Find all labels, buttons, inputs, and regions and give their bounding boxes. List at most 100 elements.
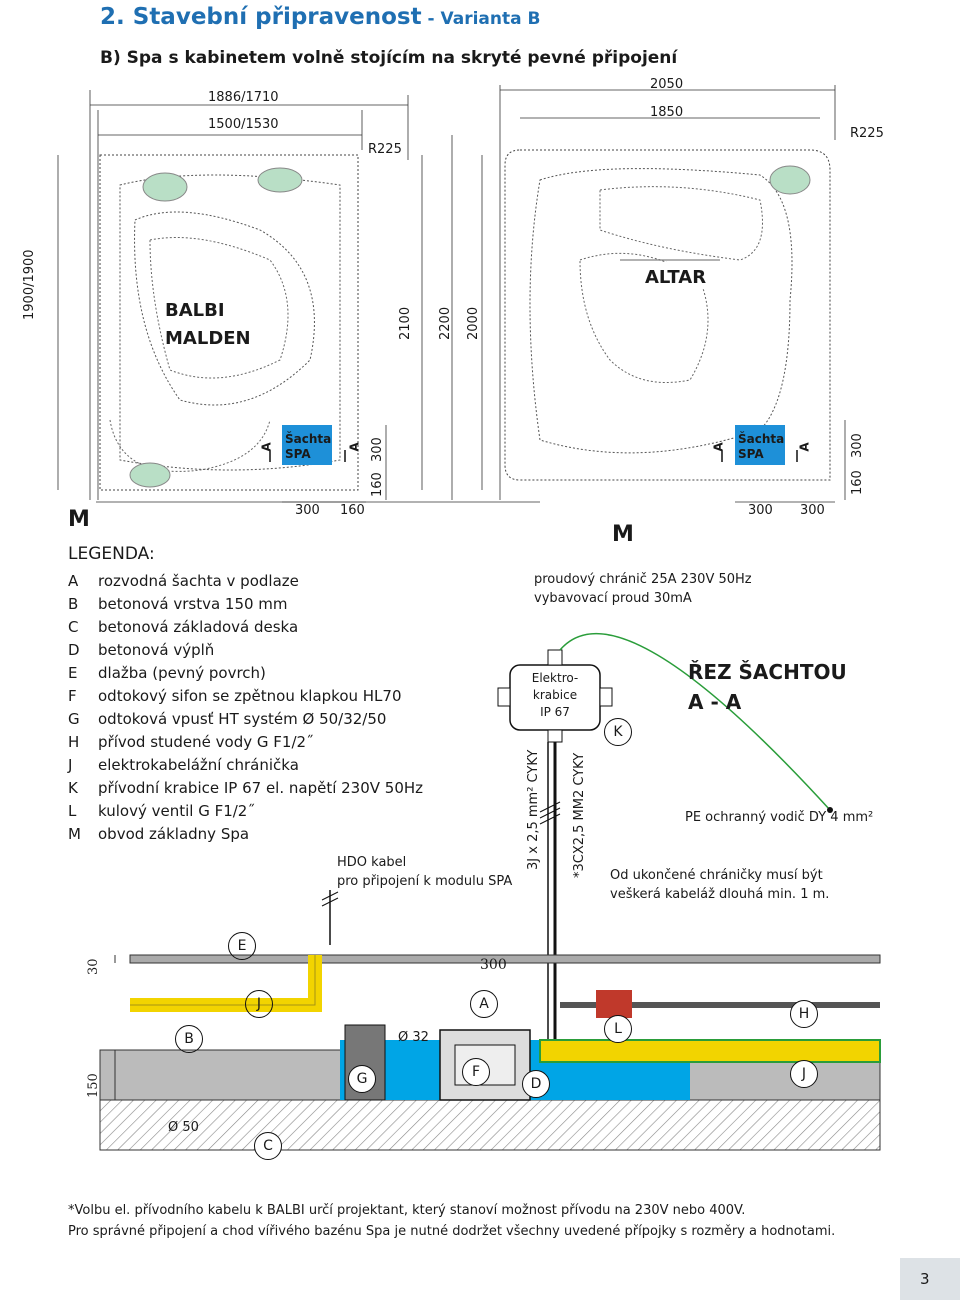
- section-drawing: [99, 954, 881, 1151]
- label-h: H: [790, 1000, 818, 1028]
- label-e: E: [228, 932, 256, 960]
- label-c: C: [254, 1132, 282, 1160]
- section-marker-left-b: A: [347, 442, 362, 452]
- model-altar: ALTAR: [645, 267, 707, 288]
- section-marker-right-a: A: [711, 442, 726, 452]
- title-main: 2. Stavební připravenost: [100, 4, 422, 30]
- label-d: D: [522, 1070, 550, 1098]
- dim-1900: 1900/1900: [22, 249, 37, 320]
- junction-box-label-1: Elektro-: [531, 671, 579, 685]
- label-b: B: [175, 1025, 203, 1053]
- legend-text: odtoková vpusť HT systém Ø 50/32/50: [98, 710, 387, 728]
- legend-key: A: [68, 572, 79, 590]
- dim-2200: 2200: [438, 306, 453, 340]
- dim-300-v-right: 300: [850, 433, 865, 458]
- label-l: L: [604, 1015, 632, 1043]
- dim-300-h-right-a: 300: [748, 503, 773, 518]
- legend-key: K: [68, 779, 78, 797]
- label-f: F: [462, 1058, 490, 1086]
- legend-key: F: [68, 687, 77, 705]
- legend-heading: LEGENDA:: [68, 544, 155, 564]
- cable-3cx-label: *3CX2,5 MM2 CYKY: [572, 752, 587, 878]
- legend-text: betonová výplň: [98, 641, 215, 659]
- shaft-label-left-1: Šachta: [285, 432, 332, 446]
- dim-2050: 2050: [650, 77, 684, 92]
- legend-text: odtokový sifon se zpětnou klapkou HL70: [98, 687, 402, 705]
- riser-drawing: [321, 633, 833, 1060]
- label-g: G: [348, 1065, 376, 1093]
- cable-note-1: Od ukončené chráničky musí být: [610, 868, 823, 883]
- dim-1500: 1500/1530: [208, 117, 279, 132]
- title-variant: - Varianta B: [421, 9, 541, 29]
- legend-key: L: [68, 802, 77, 820]
- legend-text: dlažba (pevný povrch): [98, 664, 266, 682]
- legend-text: elektrokabelážní chránička: [98, 756, 299, 774]
- pe-note: PE ochranný vodič DY 4 mm²: [685, 810, 874, 825]
- section-marker-left-a: A: [259, 442, 274, 452]
- dim-30-section: 30: [86, 958, 101, 975]
- legend-text: přívod studené vody G F1/2˝: [98, 733, 314, 751]
- legend-key: H: [68, 733, 80, 751]
- breaker-note-2: vybavovací proud 30mA: [534, 591, 692, 606]
- dim-150-section: 150: [86, 1073, 101, 1098]
- legend-key: B: [68, 595, 79, 613]
- dim-1886: 1886/1710: [208, 90, 279, 105]
- legend-key: C: [68, 618, 79, 636]
- page-subtitle: B) Spa s kabinetem volně stojícím na skr…: [100, 48, 678, 68]
- dim-160-h-left: 160: [340, 503, 365, 518]
- shaft-label-left-2: SPA: [285, 447, 311, 461]
- legend-key: J: [68, 756, 73, 774]
- legend-text: přívodní krabice IP 67 el. napětí 230V 5…: [98, 779, 424, 797]
- legend-text: kulový ventil G F1/2˝: [98, 802, 255, 820]
- dim-300-v-left: 300: [370, 437, 385, 462]
- m-label-left: M: [68, 507, 90, 532]
- dim-1850: 1850: [650, 105, 684, 120]
- k-label: K: [604, 718, 632, 746]
- legend-text: betonová vrstva 150 mm: [98, 595, 288, 613]
- m-label-right: M: [612, 522, 634, 547]
- section-marker-right-b: A: [797, 442, 812, 452]
- cable-note-2: veškerá kabeláž dlouhá min. 1 m.: [610, 887, 830, 902]
- dim-r225-right: R225: [850, 126, 884, 141]
- dim-r225-left: R225: [368, 142, 402, 157]
- junction-box-label-2: krabice: [532, 688, 578, 702]
- page-number-box: [900, 1258, 960, 1300]
- shaft-label-right-1: Šachta: [738, 432, 785, 446]
- dim-2100: 2100: [398, 306, 413, 340]
- dim-300-section: 300: [480, 957, 507, 973]
- label-j2: J: [790, 1060, 818, 1088]
- hdo-note-2: pro připojení k modulu SPA: [337, 874, 513, 889]
- legend-key: M: [68, 825, 81, 843]
- junction-box-label-3: IP 67: [540, 705, 570, 719]
- dim-300-h-right-b: 300: [800, 503, 825, 518]
- legend-key: D: [68, 641, 80, 659]
- page-number: 3: [920, 1270, 930, 1288]
- dia-50-label: Ø 50: [168, 1120, 199, 1135]
- footnote-2: Pro správné připojení a chod vířivého ba…: [68, 1224, 836, 1239]
- dim-160-v-right: 160: [850, 470, 865, 495]
- label-j1: J: [245, 990, 273, 1018]
- dim-160-v-left: 160: [370, 472, 385, 497]
- left-plan: [57, 90, 540, 503]
- label-a: A: [470, 990, 498, 1018]
- shaft-label-right-2: SPA: [738, 447, 764, 461]
- legend-key: G: [68, 710, 80, 728]
- legend-key: E: [68, 664, 78, 682]
- dim-300-h-left: 300: [295, 503, 320, 518]
- junction-box-label: Elektro-krabice IP 67: [516, 670, 594, 721]
- breaker-note-1: proudový chránič 25A 230V 50Hz: [534, 572, 752, 587]
- page-title: 2. Stavební připravenost - Varianta B: [100, 4, 540, 30]
- model-balbi: BALBI: [165, 300, 225, 321]
